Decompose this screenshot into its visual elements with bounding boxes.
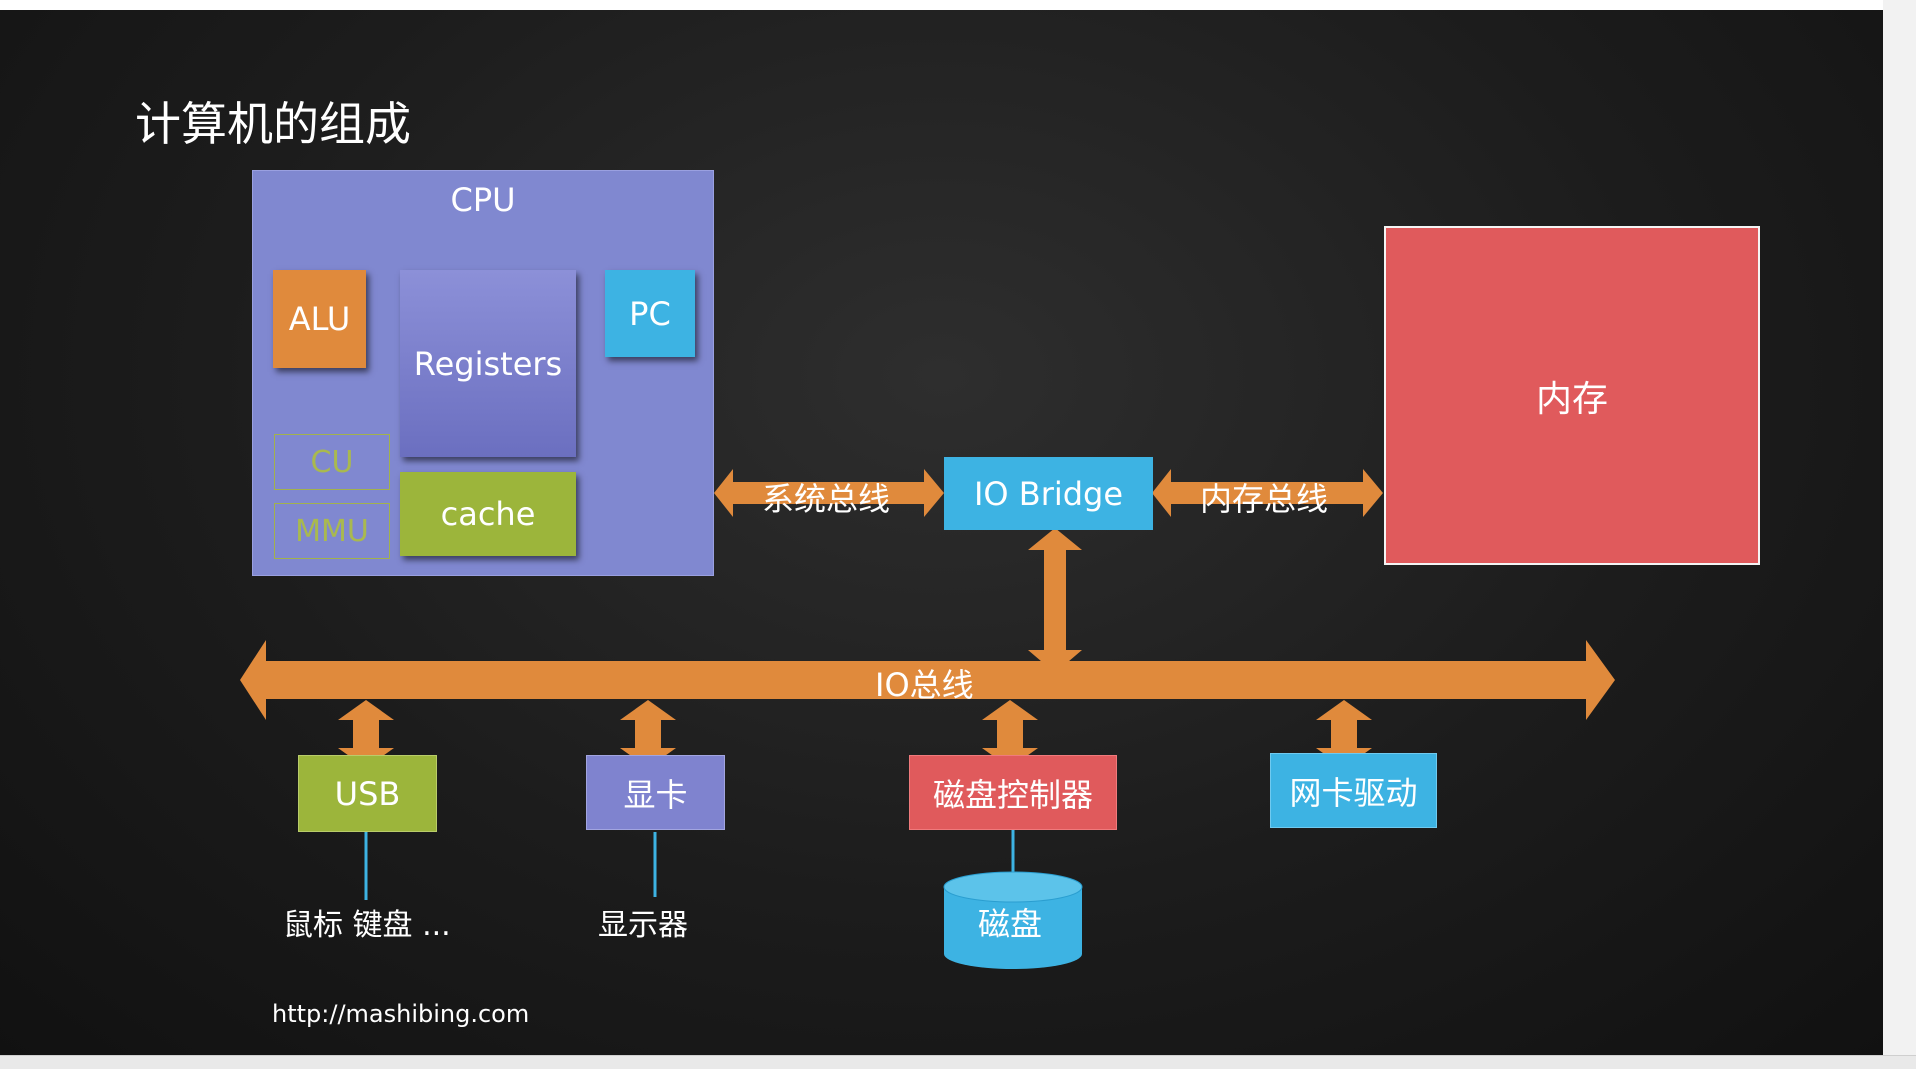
window-right-edge [1883,0,1916,1068]
system-bus-label: 系统总线 [762,480,891,518]
cache-box: cache [400,472,576,556]
io-bus-arrow [240,640,1615,720]
slide-title: 计算机的组成 [135,97,411,151]
io-bus-label: IO总线 [875,666,974,704]
disk-controller-arrow [982,700,1038,768]
registers-box: Registers [400,270,576,457]
gpu-arrow [620,700,676,768]
usb-peripherals-label: 鼠标 键盘 ... [283,908,451,943]
gpu-box: 显卡 [586,755,725,830]
nic-box: 网卡驱动 [1270,753,1437,828]
footer-url: http://mashibing.com [272,1000,530,1028]
gpu-peripheral-label: 显示器 [598,908,688,943]
disk-cylinder [943,871,1083,969]
memory-box: 内存 [1384,226,1760,565]
bus-graphics [240,469,1615,969]
cpu-block: CPU ALU Registers PC CU MMU cache [252,170,714,576]
cu-box: CU [274,434,390,490]
usb-arrow [338,700,394,768]
slide: 计算机的组成 CPU ALU Registers PC CU MMU cache… [0,10,1883,1055]
mmu-box: MMU [274,503,390,559]
alu-box: ALU [273,270,366,368]
disk-controller-box: 磁盘控制器 [909,755,1117,830]
status-bar [0,1055,1916,1069]
disk-label: 磁盘 [978,905,1043,943]
memory-bus-arrow [1152,469,1383,517]
pc-box: PC [605,270,695,357]
system-bus-arrow [714,469,944,517]
nic-arrow [1316,700,1372,768]
memory-bus-label: 内存总线 [1200,480,1329,518]
bridge-io-arrow [1028,528,1082,673]
cpu-label: CPU [450,181,516,219]
usb-box: USB [298,755,437,832]
io-bridge-box: IO Bridge [944,457,1153,530]
